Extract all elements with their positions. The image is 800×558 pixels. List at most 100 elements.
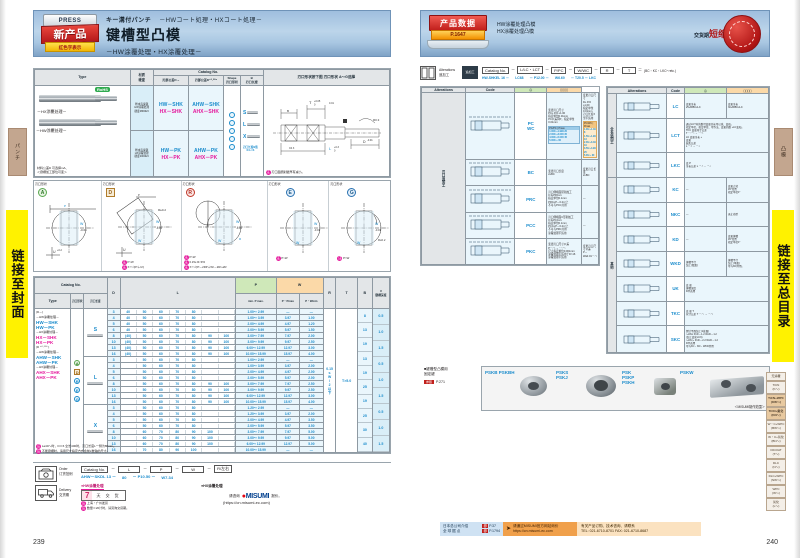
product-data-badge[interactable]: 产品数据 P.1647 xyxy=(427,15,489,49)
index-item-8[interactable]: DLC+WPC(NW～) xyxy=(766,471,786,485)
th-type-d2: 刃部公差D⁺⁰·⁰⁰⁵ xyxy=(187,74,224,86)
alt-field-t[interactable]: T xyxy=(622,66,637,74)
shape-letter-r: R xyxy=(185,188,195,197)
side-tab-right-category[interactable]: 凸模 xyxy=(774,128,793,176)
side-tab-left-cover-link[interactable]: 链接至封面 xyxy=(6,210,28,358)
shape-r-notes: 注 P>W 注 0.15≤ R<P/2 注 X＝√(P²－2RP＋W²－2R²+… xyxy=(183,255,226,270)
cell-l-5 xyxy=(202,315,219,320)
cell-l-0 xyxy=(121,369,137,374)
cell-l-4: 80 xyxy=(186,369,203,374)
alterations-header: Alterations 追加工 追加工 Catalog No.－ L/LC・LC… xyxy=(420,66,770,86)
alt-field-wc[interactable]: W/WC xyxy=(574,66,593,74)
index-item-3[interactable]: TiCN+氮化(KN～) xyxy=(766,406,786,420)
alt-field-r[interactable]: R xyxy=(600,66,615,74)
index-item-5[interactable]: W・C+氮化(BN～) xyxy=(766,432,786,446)
type-code-3: HW－PK xyxy=(36,325,55,330)
alt-code-r-7: UK xyxy=(666,275,685,302)
index-item-10[interactable]: 氮化(L～) xyxy=(766,497,786,511)
side-tab-left-category[interactable]: パンチ xyxy=(8,128,27,176)
index-item-6[interactable]: DICOAT(T～) xyxy=(766,445,786,459)
cell-t: T>5.0 xyxy=(335,308,358,453)
index-item-4[interactable]: W・C+WPC(BW～) xyxy=(766,419,786,433)
alt-value-0: HW-SHKEL 16 － xyxy=(482,76,510,80)
th-spec-r: ▯▯▯▯ xyxy=(726,86,769,95)
type-code-9: AHW－SHK xyxy=(36,355,62,360)
page-number-left: 239 xyxy=(33,539,45,546)
alt-figure-r-2 xyxy=(616,152,667,178)
cell-l-3: 70 xyxy=(170,309,186,314)
alt-value-5: － T20.5 － LKC xyxy=(570,76,596,80)
cell-l-4: 80 xyxy=(186,411,203,416)
cell-l-6 xyxy=(219,315,236,320)
svg-text:R≤0.2: R≤0.2 xyxy=(378,238,386,242)
th-catalog-no: Catalog No. xyxy=(34,277,108,294)
code-ahx-shk: AHX－SHK xyxy=(192,109,219,116)
misumi-url[interactable]: (https://cn.misumi-ec.com) xyxy=(223,500,270,505)
shape-d-header: 刃口形状 xyxy=(102,182,115,186)
code-hw-pk: HW－PK xyxy=(160,147,182,154)
shape-figure-r: 刃口形状 R W -0.01 W R xyxy=(182,181,268,271)
fixed-parts-page-ref-wrap[interactable]: 参照 P.271 xyxy=(424,380,445,384)
fixed-parts-labels: PSKB PSKBH xyxy=(485,370,515,375)
cell-l-4: 80 xyxy=(186,339,203,344)
index-item-1[interactable]: TiCN(K～) xyxy=(766,380,786,394)
alt-field-lc[interactable]: L/LC・LCT xyxy=(517,66,544,74)
cell-l-3: 70 xyxy=(170,369,186,374)
cell-l-0: 40 xyxy=(121,315,137,320)
footer-website-block[interactable]: ➤ 请通过MISUMI官方网站询价 https://cn.misumi-ec.c… xyxy=(503,522,577,536)
svg-text:W: W xyxy=(375,222,379,226)
type-code-12: AHX－SHK xyxy=(36,370,60,375)
cell-l-6 xyxy=(219,417,236,422)
cell-l-1: 60 xyxy=(137,435,154,440)
th-type-d: 刃部公差D₋₁ xyxy=(152,74,189,86)
cell-l-5 xyxy=(202,327,219,332)
code-hw-shk-cell: HW－SHK HX－SHK xyxy=(152,84,189,132)
footer-contact-block: 日本总公司介绍 全 球 据 点 参 P.37 参 P.1794 xyxy=(440,522,503,536)
alt-figure-r-7 xyxy=(616,275,667,302)
new-product-sublabel: 红色字表示 xyxy=(45,42,95,52)
cell-l-5 xyxy=(202,417,219,422)
shape-icon-s xyxy=(247,111,259,115)
index-item-0[interactable]: 无涂覆 xyxy=(766,372,786,381)
cell-l-5: 90 xyxy=(202,387,219,392)
shape-dot-g: G xyxy=(74,395,81,402)
cell-l-3: 70 xyxy=(170,333,186,338)
delivery-labels: Delivery 交货期 xyxy=(59,488,71,498)
shape-figure-e: 刃口形状 E W -0.01 W 注 P>W xyxy=(268,181,330,271)
alt-field-pc[interactable]: P/PC xyxy=(551,66,567,74)
alt-figure-4 xyxy=(465,237,516,266)
index-item-9[interactable]: WPC(W～) xyxy=(766,484,786,498)
order-field-w[interactable]: W xyxy=(182,465,205,473)
order-field-catalog-no[interactable]: Catalog No. xyxy=(81,465,109,473)
footer-mid-line2: https://cn.misumi-ec.com xyxy=(513,529,553,533)
order-field-l[interactable]: L xyxy=(118,465,141,473)
cell-l-0 xyxy=(121,363,137,368)
index-item-7[interactable]: DLC(N～) xyxy=(766,458,786,472)
cell-u-1: 1.0 xyxy=(372,324,389,341)
order-field-r[interactable]: R/左右 xyxy=(214,465,233,473)
cell-l-4: 80 xyxy=(186,309,203,314)
alt-code-r-6: WKD xyxy=(666,251,685,277)
alt-spec1-r-2: 变 P 全长公差 L ⁺⁰·³ → ⁺⁰·¹ xyxy=(684,152,769,178)
footer-mid-line1: 请通过MISUMI官方网站询价 xyxy=(513,524,559,528)
alt-figure-1 xyxy=(465,159,516,187)
order-field-p[interactable]: P xyxy=(150,465,173,473)
side-tab-right-index-link[interactable]: 链接至总目录 xyxy=(772,210,794,362)
alt-field-catalog-no[interactable]: Catalog No. xyxy=(482,66,510,74)
cell-l-3: 70 xyxy=(170,345,186,350)
alt-spec1-r-4: — xyxy=(684,201,727,228)
fixed-parts-note: ＜MISUMI制作范围＞ xyxy=(734,405,765,409)
index-item-2[interactable]: TiCN+WPC(KW～) xyxy=(766,393,786,407)
alt-code-3: PCC xyxy=(514,211,548,239)
part-photo-psks-hole xyxy=(594,380,608,391)
shape-legend-cell: S L X 刃口长度B值 X>L>S xyxy=(239,84,264,178)
delivery-note-1: 数量＝20计时，请另询交货期。 xyxy=(86,506,130,510)
cell-l-3: 80 xyxy=(170,429,186,434)
cell-l-4: 80 xyxy=(186,423,203,428)
cell-l-6 xyxy=(219,447,236,452)
alt-spec2-r-6: 键槽平行 加工(单面) 可与KD并用。 xyxy=(726,251,769,277)
